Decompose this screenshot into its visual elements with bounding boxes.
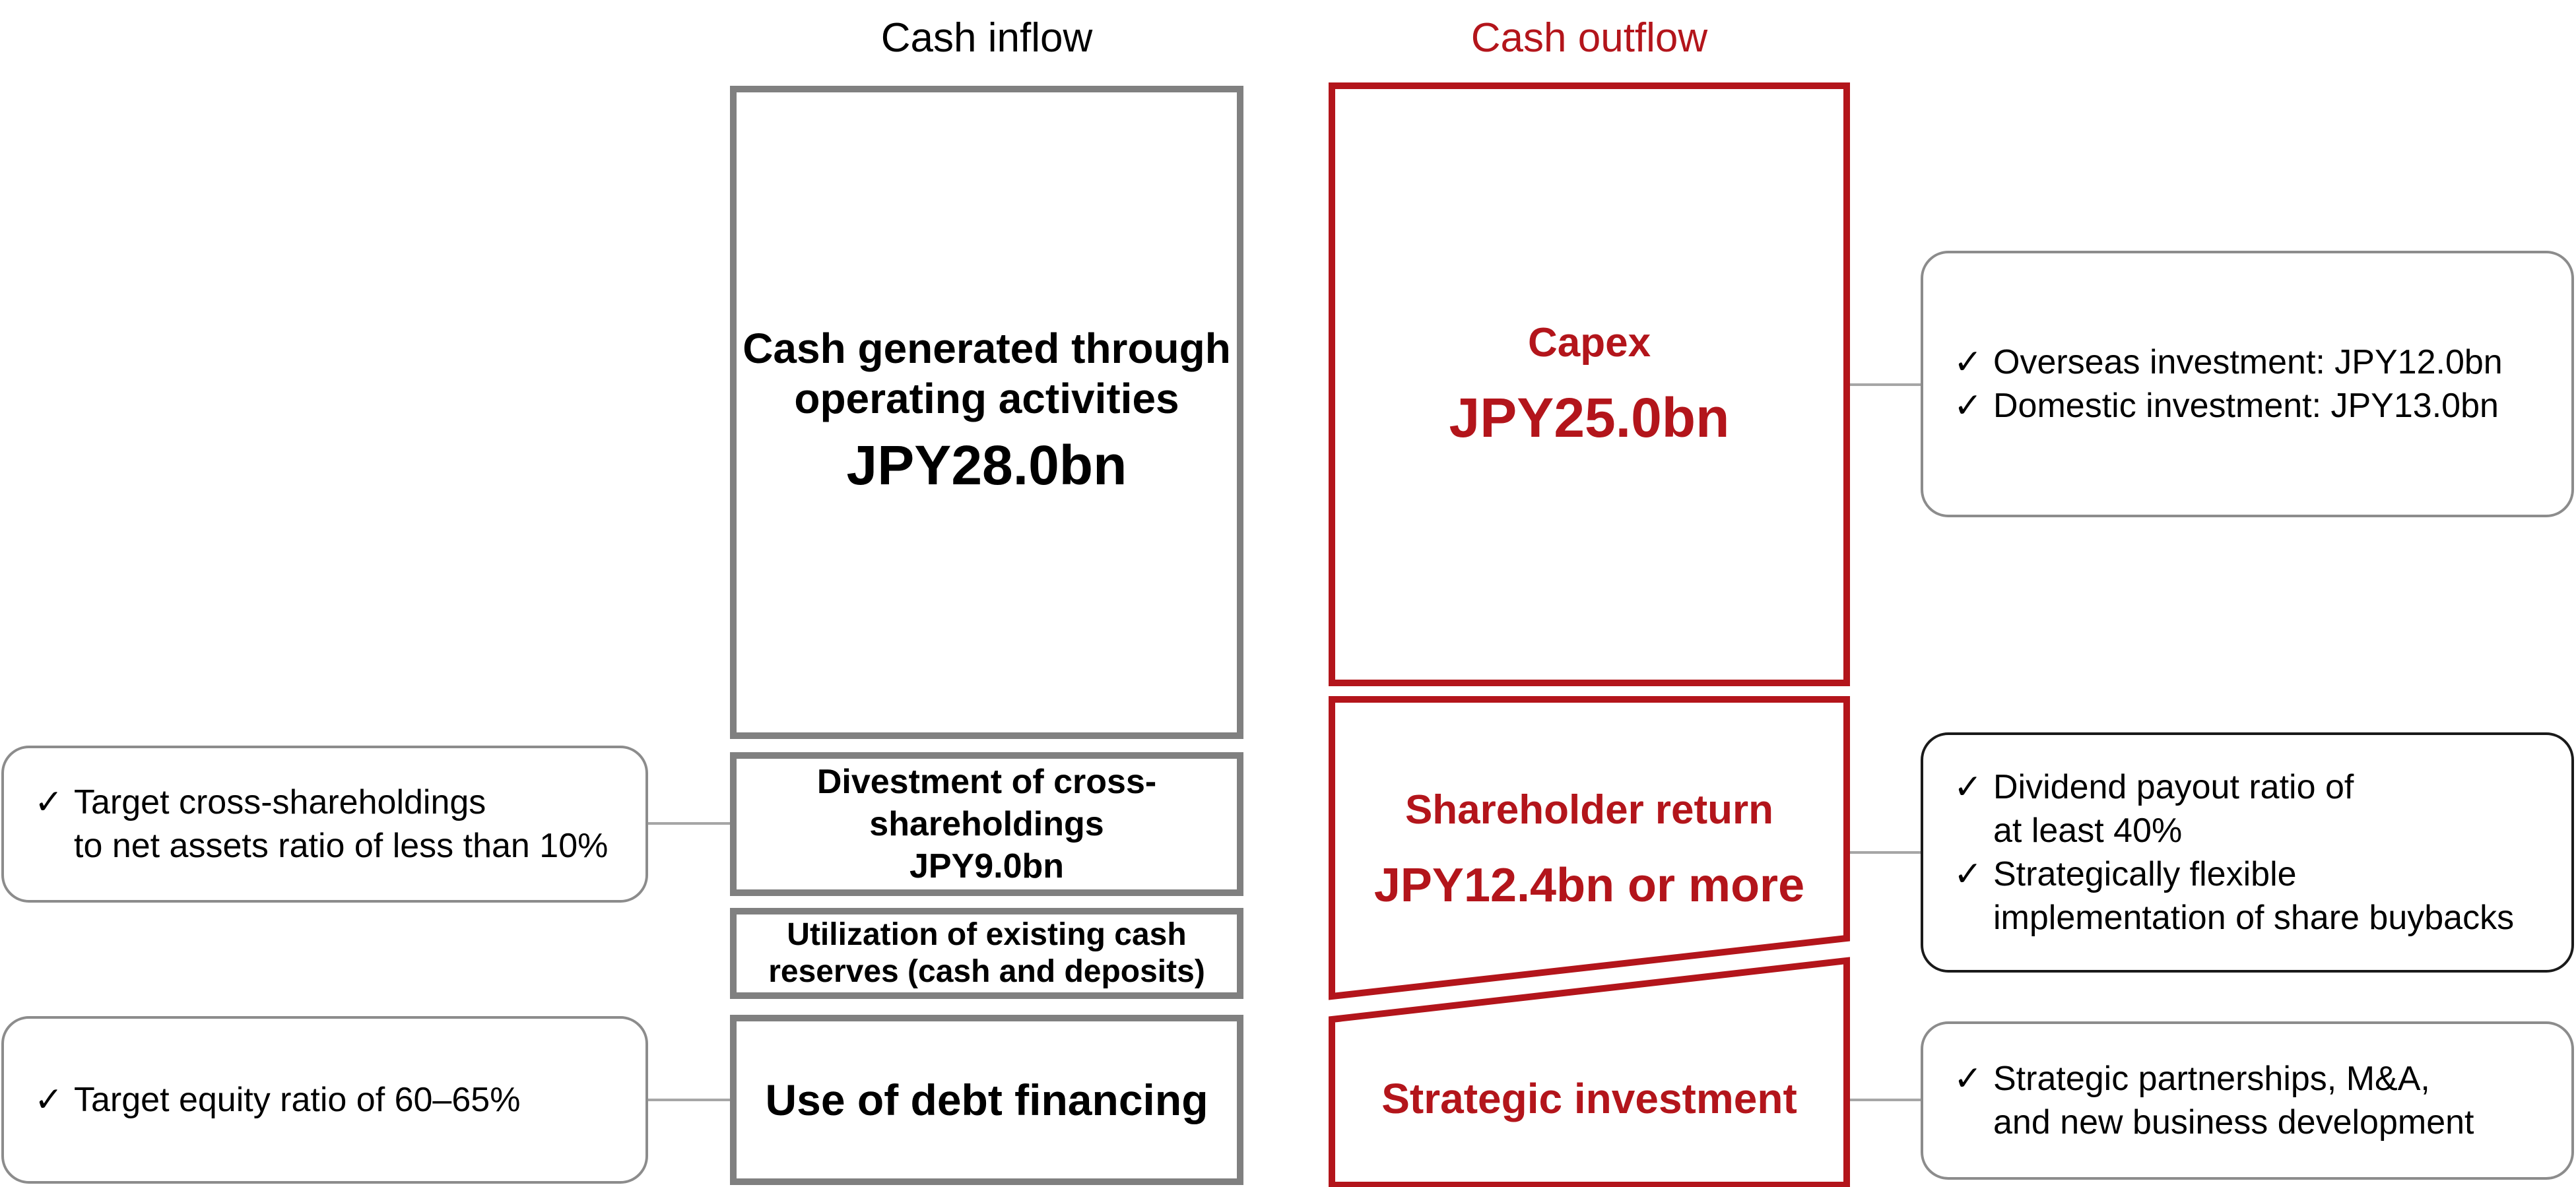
equity-note-line1: Target equity ratio of 60–65% [74, 1081, 521, 1119]
operating-cash-amount: JPY28.0bn [846, 434, 1127, 496]
cash-inflow-header: Cash inflow [880, 15, 1093, 61]
strategic-partnership-item: ✓ Strategic partnerships, M&A, and new b… [1954, 1057, 2571, 1144]
shareholder-return-box [1329, 696, 1850, 1000]
strategic-note-line1: Strategic partnerships, M&A, [1993, 1060, 2430, 1098]
overseas-investment-item: ✓ Overseas investment: JPY12.0bn [1954, 340, 2571, 384]
share-buyback-item: ✓ Strategically flexible implementation … [1954, 852, 2571, 940]
divestment-box: Divestment of cross- shareholdings JPY9.… [730, 752, 1243, 896]
cash-outflow-header: Cash outflow [1470, 15, 1708, 61]
domestic-investment-item: ✓ Domestic investment: JPY13.0bn [1954, 384, 2571, 428]
buyback-line2: implementation of share buybacks [1993, 899, 2515, 937]
check-icon: ✓ [1954, 343, 1983, 381]
debt-financing-label: Use of debt financing [765, 1075, 1208, 1124]
strategic-investment-note: ✓ Strategic partnerships, M&A, and new b… [1921, 1021, 2574, 1180]
shareholder-return-amount: JPY12.4bn or more [1373, 859, 1805, 912]
cross-note-line1: Target cross-shareholdings [74, 783, 486, 821]
capex-label: Capex [1527, 320, 1651, 366]
shareholder-return-note: ✓ Dividend payout ratio of at least 40% … [1921, 732, 2574, 973]
shareholder-return-label: Shareholder return [1404, 787, 1774, 833]
strategic-investment-box [1329, 957, 1850, 1187]
check-icon: ✓ [34, 1081, 63, 1119]
check-icon: ✓ [1954, 387, 1983, 425]
operating-cash-label-line2: operating activities [794, 375, 1179, 422]
domestic-investment-text: Domestic investment: JPY13.0bn [1993, 387, 2499, 425]
operating-cash-label-line1: Cash generated through [743, 325, 1231, 372]
dividend-payout-item: ✓ Dividend payout ratio of at least 40% [1954, 765, 2571, 852]
equity-ratio-item: ✓ Target equity ratio of 60–65% [34, 1078, 645, 1122]
strategic-note-line2: and new business development [1993, 1103, 2474, 1141]
strategic-investment-label: Strategic investment [1381, 1075, 1797, 1122]
overseas-investment-text: Overseas investment: JPY12.0bn [1993, 343, 2503, 381]
cross-note-line2: to net assets ratio of less than 10% [74, 827, 609, 865]
capex-box [1329, 82, 1850, 686]
operating-cash-box: Cash generated through operating activit… [730, 86, 1243, 739]
capex-breakdown-note: ✓ Overseas investment: JPY12.0bn ✓ Domes… [1921, 251, 2574, 517]
check-icon: ✓ [34, 783, 63, 821]
cash-reserves-line2: reserves (cash and deposits) [768, 954, 1205, 989]
check-icon: ✓ [1954, 1060, 1983, 1098]
divestment-amount: JPY9.0bn [909, 847, 1065, 885]
check-icon: ✓ [1954, 768, 1983, 806]
cross-shareholdings-item: ✓ Target cross-shareholdings to net asse… [34, 781, 645, 868]
buyback-line1: Strategically flexible [1993, 855, 2297, 893]
divestment-label-line1: Divestment of cross- [816, 763, 1157, 801]
dividend-line1: Dividend payout ratio of [1993, 768, 2354, 806]
capex-amount: JPY25.0bn [1449, 387, 1730, 449]
cash-reserves-line1: Utilization of existing cash [787, 917, 1187, 952]
debt-financing-box: Use of debt financing [730, 1015, 1243, 1185]
equity-ratio-note: ✓ Target equity ratio of 60–65% [1, 1016, 648, 1184]
dividend-line2: at least 40% [1993, 812, 2183, 850]
cash-reserves-box: Utilization of existing cash reserves (c… [730, 908, 1243, 999]
divestment-label-line2: shareholdings [869, 805, 1104, 843]
cross-shareholdings-note: ✓ Target cross-shareholdings to net asse… [1, 746, 648, 903]
check-icon: ✓ [1954, 855, 1983, 893]
